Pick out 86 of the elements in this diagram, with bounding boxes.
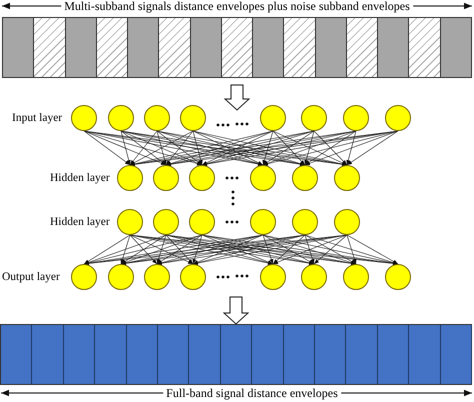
neuron-circle — [189, 209, 215, 235]
neuron-circle — [334, 209, 360, 235]
connection-arrow — [272, 234, 348, 264]
neuron-circle — [334, 165, 360, 191]
full-band-bar — [0, 324, 472, 385]
connection-arrow — [156, 130, 202, 166]
connection-arrow — [314, 130, 348, 166]
neuron-circle — [250, 165, 276, 191]
connection-arrow — [304, 234, 314, 264]
neuron-circle — [260, 264, 286, 290]
connection-arrow — [262, 234, 274, 264]
connection-arrow — [84, 234, 166, 264]
connection-arrow — [120, 234, 130, 264]
layer-label: Hidden layer — [50, 215, 110, 229]
connection-arrow — [84, 130, 130, 166]
connection-arrow — [202, 130, 274, 166]
connection-arrow — [202, 234, 274, 264]
dimension-label: Multi-subband signals distance envelopes plus noise subband envelopes — [61, 0, 413, 13]
connection-arrow — [304, 234, 398, 264]
connection-arrow — [120, 234, 202, 264]
connection-arrow — [84, 234, 202, 265]
block-arrow — [222, 296, 250, 325]
connection-arrow — [166, 130, 194, 166]
neuron-circle — [301, 264, 327, 290]
connection-arrow — [84, 130, 166, 166]
block-arrow — [224, 84, 250, 111]
neuron-circle — [180, 105, 206, 131]
connection-arrow — [202, 130, 398, 166]
neuron-circle — [292, 165, 318, 191]
connection-arrow — [346, 234, 398, 264]
connection-arrow — [346, 234, 356, 264]
connection-arrow — [192, 234, 202, 264]
connection-arrow — [192, 234, 264, 264]
connection-arrow — [262, 130, 398, 166]
connection-arrow — [262, 130, 314, 166]
connection-arrow — [262, 130, 274, 166]
connection-arrow — [304, 130, 398, 166]
connection-arrow — [304, 130, 314, 166]
connection-arrow — [130, 234, 194, 264]
neuron-circle — [71, 264, 97, 290]
neuron-circle — [250, 209, 276, 235]
connection-arrow — [120, 130, 131, 166]
connection-arrow — [272, 234, 306, 264]
connection-arrow — [272, 130, 306, 166]
neuron-circle — [117, 209, 143, 235]
neuron-circle — [189, 165, 215, 191]
subband-bar — [2, 17, 472, 78]
neuron-circle — [343, 105, 369, 131]
layer-label: Input layer — [12, 111, 62, 125]
neuron-circle — [108, 264, 134, 290]
neuron-circle — [108, 105, 134, 131]
connection-arrow — [192, 130, 203, 166]
connection-arrow — [192, 130, 264, 166]
connection-arrow — [156, 234, 166, 264]
connection-arrow — [262, 234, 356, 264]
connection-arrow — [262, 234, 314, 264]
neuron-circle — [144, 105, 170, 131]
neuron-circle — [385, 105, 411, 131]
layer-label: Output layer — [2, 270, 60, 284]
connection-arrow — [314, 234, 348, 264]
connection-arrow — [120, 130, 166, 166]
connection-arrow — [84, 234, 264, 266]
dimension-label: Full-band signal distance envelopes — [163, 386, 341, 400]
connection-arrow — [130, 234, 158, 264]
connection-arrow — [156, 234, 202, 264]
neuron-circle — [343, 264, 369, 290]
neuron-circle — [153, 165, 179, 191]
neuron-circle — [71, 105, 97, 131]
neuron-circle — [385, 264, 411, 290]
connection-arrow — [120, 234, 166, 264]
connection-arrow — [346, 130, 356, 166]
neuron-circle — [117, 165, 143, 191]
connection-arrow — [304, 130, 356, 166]
neuron-circle — [292, 209, 318, 235]
connection-arrow — [84, 234, 130, 264]
connection-arrow — [346, 130, 398, 166]
connection-arrow — [304, 234, 356, 264]
neuron-circle — [260, 105, 286, 131]
neuron-circle — [153, 209, 179, 235]
neuron-circle — [301, 105, 327, 131]
connection-arrow — [130, 130, 158, 166]
connection-arrow — [156, 130, 167, 166]
neuron-circle — [180, 264, 206, 290]
neuron-circle — [144, 264, 170, 290]
layer-label: Hidden layer — [50, 171, 110, 185]
connection-arrow — [166, 234, 194, 264]
